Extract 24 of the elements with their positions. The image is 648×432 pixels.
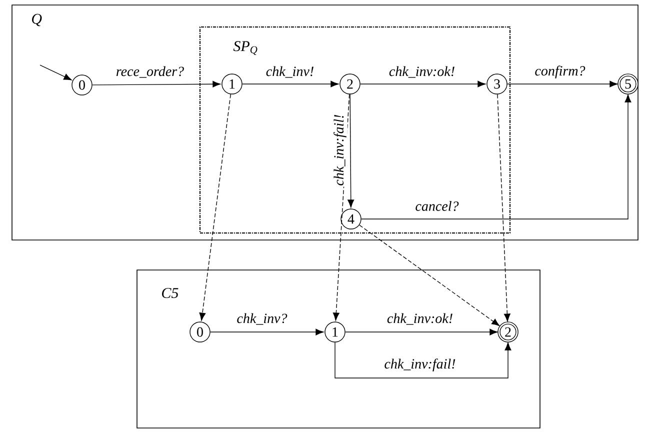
- edge-label: chk_inv:fail!: [332, 113, 348, 187]
- arrow: [40, 64, 72, 80]
- arrow: [210, 328, 324, 336]
- arrow: [360, 80, 486, 88]
- dashed-arrow: [359, 224, 500, 326]
- arrow: [334, 342, 512, 378]
- edge-label: confirm?: [534, 64, 586, 80]
- arrow: [507, 80, 618, 88]
- dashed-arrow: [199, 94, 232, 321]
- edge-label: rece_order?: [114, 65, 186, 79]
- edge-label: chk_inv:ok!: [388, 65, 456, 79]
- final-state: 5: [618, 74, 638, 94]
- arrow: [345, 328, 498, 336]
- dashed-arrow: [497, 94, 510, 322]
- edge-label: chk_inv:fail!: [383, 358, 457, 372]
- edge-label: chk_inv!: [264, 65, 316, 79]
- arrow: [348, 94, 354, 208]
- final-state: 2: [498, 322, 518, 342]
- edge-label: cancel?: [414, 200, 460, 212]
- arrow: [242, 80, 339, 88]
- arrow: [361, 94, 632, 220]
- edge-label: chk_inv?: [236, 312, 288, 326]
- edge-label: chk_inv:ok!: [386, 312, 454, 326]
- arrow: [92, 80, 221, 88]
